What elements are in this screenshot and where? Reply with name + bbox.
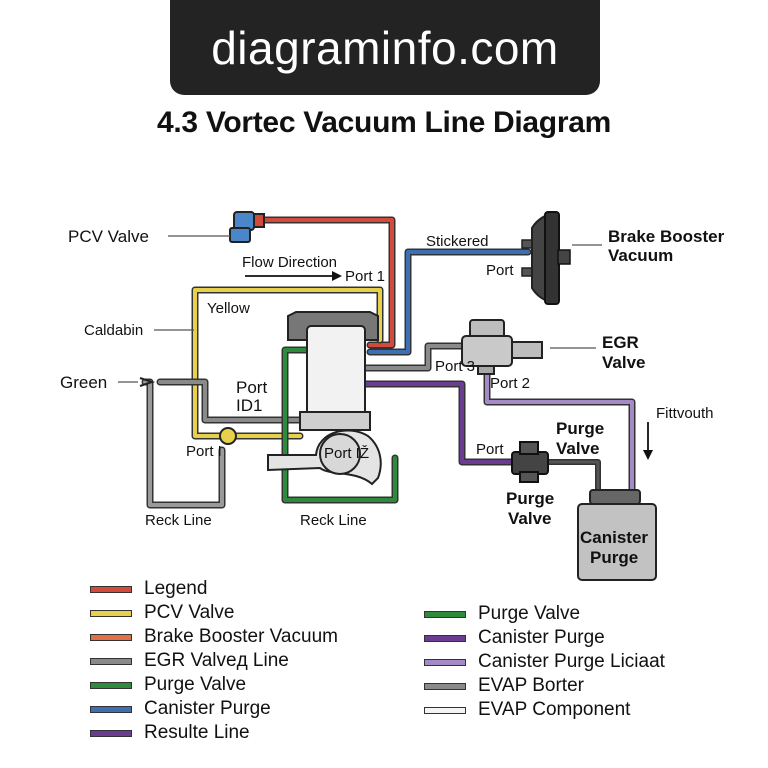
legend-swatch — [90, 729, 132, 737]
label-canister-2: Purge — [590, 548, 638, 567]
label-reck-line-mid: Reck Line — [300, 512, 367, 529]
legend-swatch — [90, 681, 132, 689]
label-fittvouth: Fittvouth — [656, 405, 714, 422]
legend-label: Canister Purge — [144, 698, 271, 719]
label-brake-booster-2: Vacuum — [608, 246, 673, 265]
hose-yellow-fill — [193, 288, 382, 438]
hose-lightpurple-fill — [485, 368, 634, 500]
label-port2: Port 2 — [490, 375, 530, 392]
label-canister-1: Canister — [580, 528, 648, 547]
legend-swatch — [424, 658, 466, 666]
hose-green-fill — [283, 348, 397, 502]
label-egr-2: Valve — [602, 353, 646, 372]
legend-label: Purge Valve — [144, 674, 247, 695]
hose-red-fill — [256, 218, 394, 347]
flow-direction-arrow-icon — [245, 271, 342, 281]
label-purge-valve-right-1: Purge — [556, 419, 604, 438]
page-title: 4.3 Vortec Vacuum Line Diagram — [157, 106, 611, 139]
hose-purple-fill — [358, 382, 514, 464]
label-port-i: Port I — [186, 443, 222, 460]
green-port-stub — [139, 377, 156, 387]
label-port3: Port 3 — [435, 358, 475, 375]
legend-item: Resulte Line — [90, 721, 250, 745]
legend-swatch — [424, 634, 466, 642]
legend-item: Purge Valve — [424, 602, 580, 626]
legend-label: EVAP Component — [478, 699, 631, 720]
legend-item: Purge Valve — [90, 673, 246, 697]
hose-gray-left-fill — [158, 380, 302, 422]
label-purge-valve-lower-2: Valve — [508, 509, 552, 528]
label-brake-booster-1: Brake Booster — [608, 227, 725, 246]
pcv-valve-icon — [229, 211, 265, 243]
site-banner: diagraminfo.com — [170, 0, 600, 95]
legend-swatch — [90, 585, 132, 593]
hose-blue-fill — [368, 250, 530, 354]
legend-label: PCV Valve — [144, 602, 235, 623]
legend-item: EGR Valveд Line — [90, 649, 289, 673]
label-port1: Port 1 — [345, 268, 385, 285]
label-purge-valve-right-2: Valve — [556, 439, 600, 458]
legend-swatch — [424, 706, 466, 714]
legend-item: Canister Purge — [90, 697, 271, 721]
legend-item: Brake Booster Vacuum — [90, 625, 338, 649]
legend-swatch — [90, 633, 132, 641]
hose-gray-reck-fill — [143, 380, 224, 507]
canister-icon — [577, 489, 657, 581]
legend-swatch — [90, 609, 132, 617]
legend-item: EVAP Borter — [424, 674, 584, 698]
site-name: diagraminfo.com — [211, 21, 559, 74]
legend-swatch — [424, 682, 466, 690]
label-yellow: Yellow — [207, 300, 250, 317]
legend-label: Purge Valve — [478, 603, 581, 624]
legend-label: Brake Booster Vacuum — [144, 626, 338, 647]
legend-swatch — [90, 705, 132, 713]
legend-item: Canister Purge — [424, 626, 605, 650]
label-green: Green — [60, 373, 107, 392]
label-flow-direction: Flow Direction — [242, 254, 337, 271]
purge-valve-icon — [511, 441, 549, 483]
label-egr-1: EGR — [602, 333, 639, 352]
label-pcv-valve: PCV Valve — [68, 227, 149, 246]
intake-manifold-icon — [267, 311, 382, 486]
egr-valve-icon — [461, 319, 543, 375]
legend-swatch — [90, 657, 132, 665]
hose-gray-egr-fill — [363, 344, 464, 370]
brake-booster-icon — [521, 211, 571, 305]
yellow-junction-icon — [219, 427, 237, 445]
legend-swatch — [424, 610, 466, 618]
legend-item: PCV Valve — [90, 601, 234, 625]
legend-label: EGR Valveд Line — [144, 650, 289, 671]
label-purge-valve-lower-1: Purge — [506, 489, 554, 508]
legend-item: Legend — [90, 577, 207, 601]
hose-gray-left — [156, 378, 304, 424]
legend-label: Resulte Line — [144, 722, 250, 743]
label-port-iz: Port IŽ — [324, 445, 369, 462]
label-port-mid: Port — [476, 441, 504, 458]
label-port-top: Port — [486, 262, 514, 279]
legend-label: Legend — [144, 578, 208, 599]
label-reck-line-left: Reck Line — [145, 512, 212, 529]
label-stickered: Stickered — [426, 233, 489, 250]
label-port-id1-2: ID1 — [236, 396, 262, 415]
down-arrow-icon — [643, 422, 653, 460]
label-port-id1-1: Port — [236, 378, 267, 397]
legend-item: EVAP Component — [424, 698, 630, 722]
legend-label: Canister Purge Liciaat — [478, 651, 665, 672]
legend-label: Canister Purge — [478, 627, 605, 648]
label-caldabin: Caldabin — [84, 322, 143, 339]
hose-purge-canister-fill — [546, 460, 600, 500]
legend-label: EVAP Borter — [478, 675, 584, 696]
legend-item: Canister Purge Liciaat — [424, 650, 665, 674]
